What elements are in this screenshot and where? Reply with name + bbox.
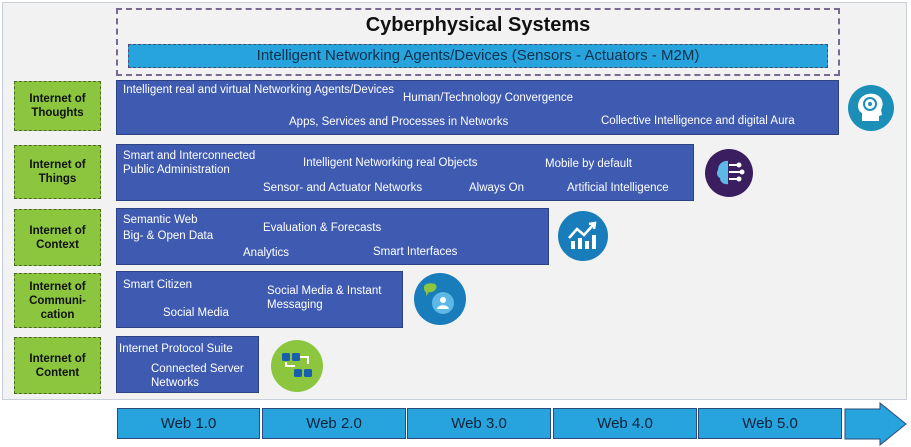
band-internet-of-communication: Smart Citizen Social Media Social Media … [116,271,403,328]
band-text: Human/Technology Convergence [403,92,574,104]
band-internet-of-content: Internet Protocol Suite Connected Server… [116,336,259,393]
band-text: Analytics [243,247,290,259]
band-internet-of-thoughts: Intelligent real and virtual Networking … [116,80,839,135]
label-internet-of-communication: Internet of Communi-cation [14,273,101,328]
band-text: Connected Server Networks [151,363,244,389]
label-internet-of-thoughts: Internet of Thoughts [14,81,101,131]
timeline-arrow [844,402,907,446]
band-text: Mobile by default [545,158,632,170]
band-text: Internet Protocol Suite [119,343,233,355]
chat-person-icon [414,273,466,325]
band-text: Evaluation & Forecasts [263,222,382,234]
band-internet-of-things: Smart and Interconnected Public Administ… [116,144,694,201]
label-internet-of-content: Internet of Content [14,337,101,394]
networking-agents-bar: Intelligent Networking Agents/Devices (S… [128,44,828,68]
web-stage-2: Web 2.0 [262,408,406,439]
web-stage-1: Web 1.0 [117,408,260,439]
ai-brain-icon [705,149,753,197]
web-stage-4: Web 4.0 [553,408,697,439]
band-text: Big- & Open Data [123,230,214,242]
band-text: Artificial Intelligence [567,182,669,194]
band-text: Apps, Services and Processes in Networks [289,116,509,128]
band-text: Smart and Interconnected Public Administ… [123,150,256,176]
band-text: Intelligent Networking real Objects [303,157,478,169]
band-text: Social Media [163,307,229,319]
band-text: Smart Interfaces [373,246,458,258]
web-stage-5: Web 5.0 [698,408,842,439]
band-text: Smart Citizen [123,279,193,291]
band-text: Semantic Web [123,214,198,226]
label-internet-of-things: Internet of Things [14,145,101,199]
band-internet-of-context: Semantic Web Big- & Open Data Evaluation… [116,208,549,265]
cyberphysical-systems-box: Cyberphysical Systems Intelligent Networ… [116,8,840,76]
brain-head-icon [848,85,894,131]
band-text: Intelligent real and virtual Networking … [123,84,395,96]
band-text: Always On [469,182,524,194]
cps-title: Cyberphysical Systems [365,14,591,36]
band-text: Sensor- and Actuator Networks [263,182,423,194]
trend-chart-icon [558,211,608,261]
band-text: Collective Intelligence and digital Aura [601,115,795,127]
web-stage-3: Web 3.0 [407,408,551,439]
connected-blocks-icon [271,340,323,392]
band-text: Social Media & Instant Messaging [267,285,382,311]
label-internet-of-context: Internet of Context [14,209,101,266]
